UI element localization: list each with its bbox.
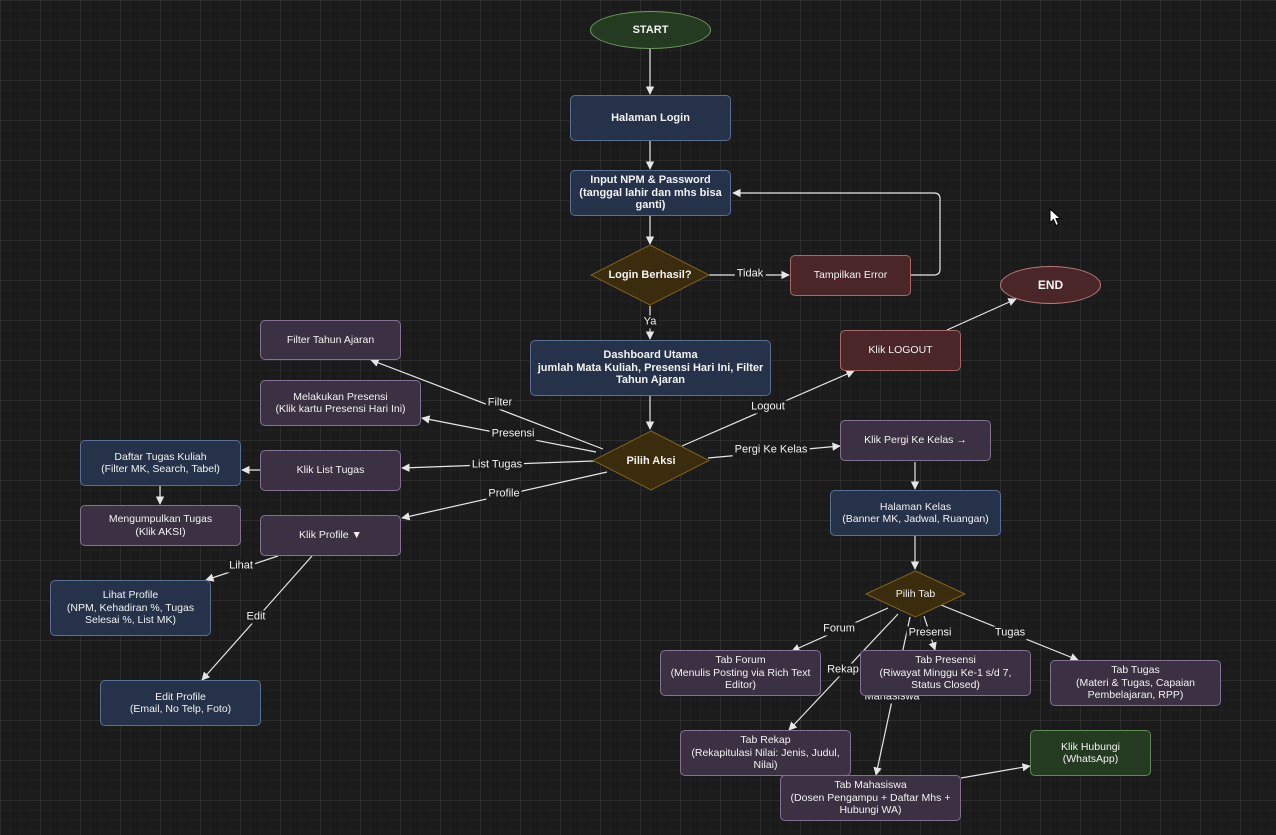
pilih-tab-label: Pilih Tab [895,588,936,600]
edge-label-rekap: Rekap [825,663,861,677]
start-node[interactable]: START [590,11,711,49]
edge-label-profile: Profile [486,487,522,501]
pilih-aksi-label: Pilih Aksi [626,454,676,467]
edge-label-tab-presensi: Presensi [906,626,954,640]
dashboard-node[interactable]: Dashboard Utama jumlah Mata Kuliah, Pres… [530,340,771,396]
login-check-decision[interactable]: Login Berhasil? [590,244,710,306]
tab-presensi-node[interactable]: Tab Presensi (Riwayat Minggu Ke-1 s/d 7,… [860,650,1031,696]
tab-mahasiswa-node[interactable]: Tab Mahasiswa (Dosen Pengampu + Daftar M… [780,775,961,821]
mouse-cursor-icon [1049,208,1062,227]
daftar-tugas-node[interactable]: Daftar Tugas Kuliah (Filter MK, Search, … [80,440,241,486]
klik-profile-node[interactable]: Klik Profile ▼ [260,515,401,556]
edge-label-list-tugas: List Tugas [469,458,525,472]
edge-label-presensi: Presensi [489,427,537,441]
edge-label-lihat: Lihat [227,559,255,573]
pilih-aksi-decision[interactable]: Pilih Aksi [592,430,710,491]
edge-label-tugas: Tugas [992,626,1028,640]
klik-pergi-kelas-node[interactable]: Klik Pergi Ke Kelas → [840,420,991,461]
melakukan-presensi-node[interactable]: Melakukan Presensi (Klik kartu Presensi … [260,380,421,426]
input-npm-node[interactable]: Input NPM & Password (tanggal lahir dan … [570,170,731,216]
mengumpulkan-tugas-node[interactable]: Mengumpulkan Tugas (Klik AKSI) [80,505,241,546]
edit-profile-node[interactable]: Edit Profile (Email, No Telp, Foto) [100,680,261,726]
klik-logout-node[interactable]: Klik LOGOUT [840,330,961,371]
decision-diamond-shape [592,430,710,491]
login-page-node[interactable]: Halaman Login [570,95,731,141]
edge-label-ya: Ya [641,315,659,329]
edge-label-tidak: Tidak [734,267,766,281]
klik-list-tugas-node[interactable]: Klik List Tugas [260,450,401,491]
tab-forum-node[interactable]: Tab Forum (Menulis Posting via Rich Text… [660,650,821,696]
decision-diamond-shape [590,244,710,306]
edge-label-edit: Edit [244,610,268,624]
tab-rekap-node[interactable]: Tab Rekap (Rekapitulasi Nilai: Jenis, Ju… [680,730,851,776]
end-node[interactable]: END [1000,266,1101,304]
decision-diamond-shape [865,570,966,618]
edge-label-forum: Forum [821,622,857,636]
lihat-profile-node[interactable]: Lihat Profile (NPM, Kehadiran %, Tugas S… [50,580,211,636]
edge-error-input [732,188,941,276]
login-check-label: Login Berhasil? [608,269,692,281]
klik-hubungi-node[interactable]: Klik Hubungi (WhatsApp) [1030,730,1151,776]
halaman-kelas-node[interactable]: Halaman Kelas (Banner MK, Jadwal, Ruanga… [830,490,1001,536]
pilih-tab-decision[interactable]: Pilih Tab [865,570,966,618]
edge-mahasiswa-hubungi [960,763,1031,779]
edge-label-filter: Filter [485,396,515,410]
edge-label-logout: Logout [749,400,787,414]
show-error-node[interactable]: Tampilkan Error [790,255,911,296]
edge-label-pergi-ke-kelas: Pergi Ke Kelas [732,443,810,457]
filter-tahun-node[interactable]: Filter Tahun Ajaran [260,320,401,360]
edge-logout-end [946,298,1017,331]
tab-tugas-node[interactable]: Tab Tugas (Materi & Tugas, Capaian Pembe… [1050,660,1221,706]
